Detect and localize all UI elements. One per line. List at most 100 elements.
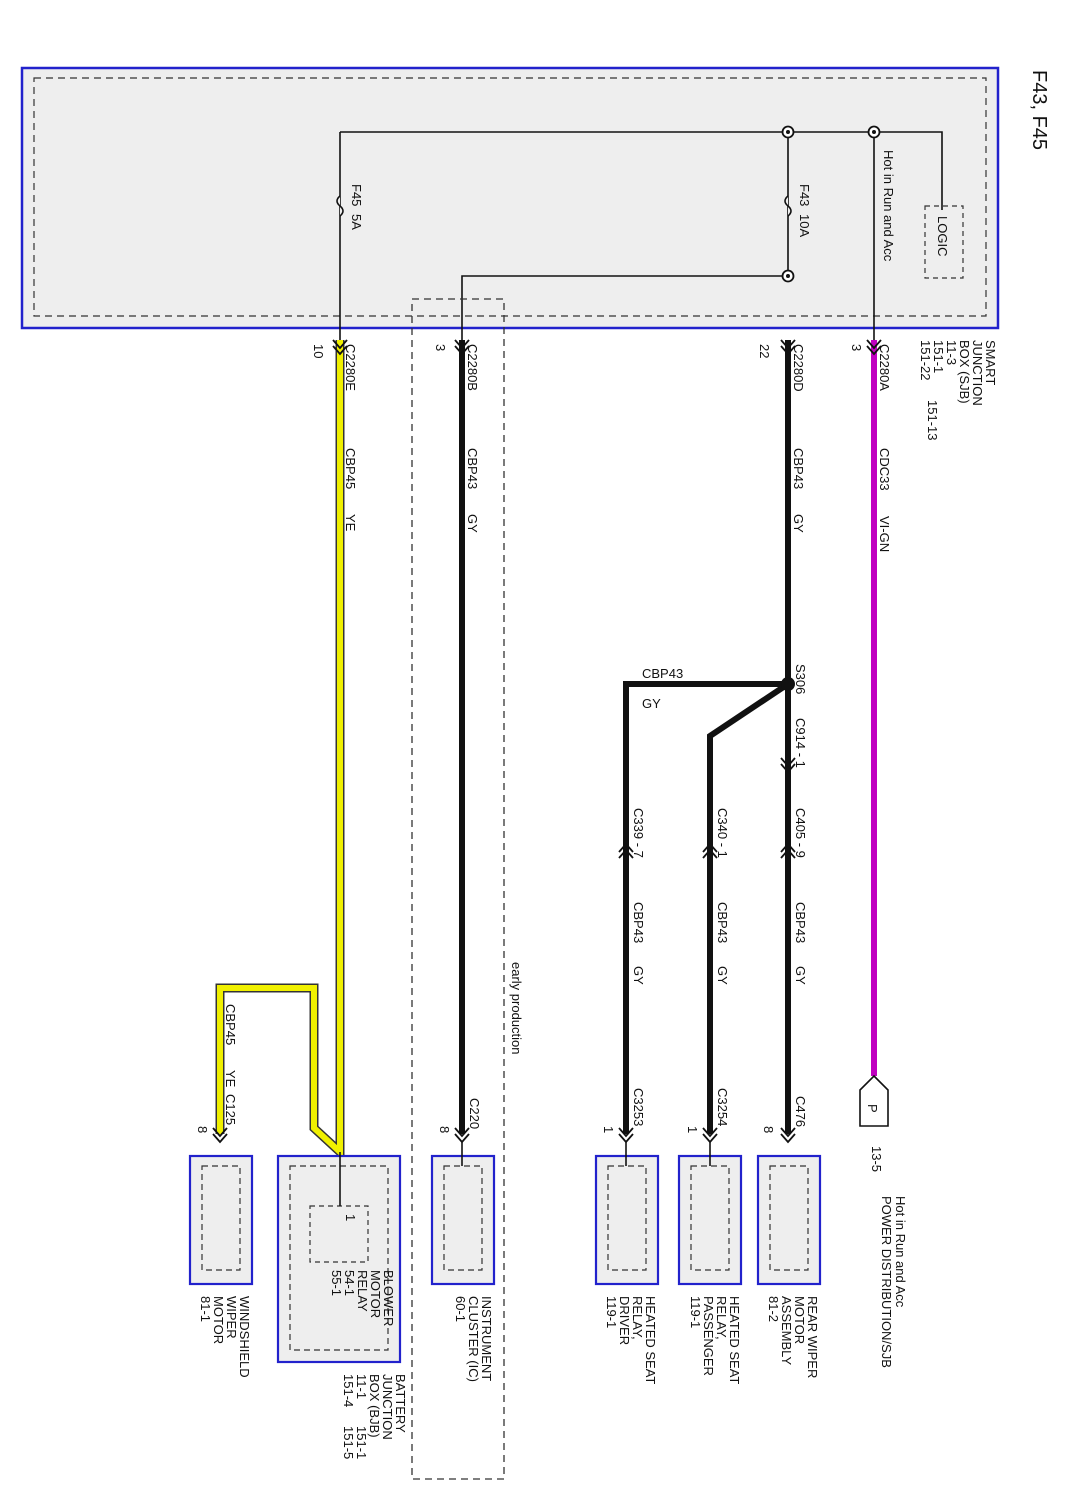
connector-mark (780, 757, 796, 774)
circuit-label: CDC33 (877, 448, 892, 491)
component-label-line: BATTERY (393, 1374, 408, 1433)
circuit-label: CBP43 (715, 902, 730, 943)
component-label-line: INSTRUMENT (479, 1296, 494, 1381)
splice-branch-circuit: CBP43 (642, 666, 683, 681)
sjb-ref-extra: 151-13 (925, 400, 940, 440)
component-label-line: 119-1 (604, 1296, 619, 1328)
power-label-line: POWER DISTRIBUTION/SJB (879, 1196, 894, 1368)
circuit-label: CBP45 (223, 1004, 238, 1045)
branch-connector-label: C340 - 1 (715, 808, 730, 858)
color-code-label: YE (343, 514, 358, 532)
connector-label: C476 (793, 1096, 808, 1127)
pin-label: 10 (311, 344, 326, 358)
fuse-f45-symbol (336, 195, 344, 217)
component-label-line: RELAY, (630, 1296, 645, 1340)
component-ref-extra: 151-5 (341, 1426, 356, 1459)
hot-in-run-label: Hot in Run and Acc (881, 150, 896, 262)
bus-terminal (781, 269, 795, 283)
connector-mark (866, 339, 882, 356)
component-label-line: CLUSTER (IC) (466, 1296, 481, 1382)
relay-label-line: 54-1 (342, 1270, 357, 1296)
sjb-name-line: SMART (983, 340, 998, 385)
splice-branch-color: GY (642, 696, 661, 711)
sjb-name-line: 151-1 (931, 340, 946, 373)
circuit-label: CBP43 (631, 902, 646, 943)
sjb-name-line: 11-3 (944, 340, 959, 365)
pin-label: 1 (601, 1126, 616, 1133)
power-symbol: P (865, 1104, 880, 1113)
connector-mark (780, 339, 796, 356)
inline-connector-label: C914 - 1 (793, 718, 808, 768)
connector-label: C220 (467, 1098, 482, 1129)
power-label-line: Hot in Run and Acc (893, 1196, 908, 1308)
connector-mark (780, 1127, 796, 1144)
component-ref-extra: 151-1 (354, 1426, 369, 1459)
component-instrument-cluster: C220 8 INSTRUMENT CLUSTER (IC) 60-1 (430, 1098, 496, 1382)
connector-label: C3253 (631, 1088, 646, 1126)
sjb-name-line: 151-22 (918, 340, 933, 380)
power-distribution-ref: P 13-5 Hot in Run and Acc POWER DISTRIBU… (859, 1074, 908, 1368)
sjb-name-line: BOX (SJB) (957, 340, 972, 404)
color-code-label: GY (631, 966, 646, 985)
component-label-line: WIPER (224, 1296, 239, 1339)
bus-terminal (867, 125, 881, 139)
component-windshield-wiper-motor: WINDSHIELD WIPER MOTOR 81-1 (188, 1154, 254, 1378)
smart-junction-box: LOGIC F43 10A F45 5A (20, 66, 1000, 340)
component-label-line: PASSENGER (701, 1296, 716, 1376)
component-label-line: JUNCTION (380, 1374, 395, 1440)
splice-label: S306 (793, 664, 808, 694)
pin-label: 3 (849, 344, 864, 351)
pin-label: 1 (343, 1214, 358, 1221)
component-label-line: 81-2 (766, 1296, 781, 1322)
branch-connector-label: C339 - 7 (631, 808, 646, 858)
logic-label: LOGIC (935, 216, 950, 256)
pin-label: 8 (195, 1126, 210, 1133)
relay-label-line: 55-1 (329, 1270, 344, 1296)
wire-cbp45 (215, 340, 345, 1163)
connector-label: C2280D (791, 344, 806, 392)
connector-label: C125 (223, 1094, 238, 1125)
color-code-label: GY (715, 966, 730, 985)
wire-cbp43-branch-passenger (707, 681, 790, 1134)
relay-label-line: MOTOR (368, 1270, 383, 1318)
pin-label: 3 (433, 344, 448, 351)
pin-label: 8 (761, 1126, 776, 1133)
component-label-line: 151-4 (341, 1374, 356, 1407)
branch-connector-label: C405 - 9 (793, 808, 808, 858)
power-ref: 13-5 (869, 1146, 884, 1172)
color-code-label: VI-GN (877, 516, 892, 552)
logic-block: LOGIC (924, 205, 964, 279)
pin-label: 1 (685, 1126, 700, 1133)
connector-mark (212, 1127, 228, 1144)
sjb-name-block: SMART JUNCTION BOX (SJB) 11-3 151-1 151-… (918, 340, 998, 440)
component-label-line: 119-1 (688, 1296, 703, 1328)
component-label-line: MOTOR (792, 1296, 807, 1344)
pin-label: 22 (757, 344, 772, 358)
component-label-line: 60-1 (453, 1296, 468, 1322)
component-label-line: 11-1 (354, 1374, 369, 1399)
fuse-f45-rating: 5A (349, 214, 364, 230)
splice-s306 (781, 677, 795, 691)
connector-label: C2280E (343, 344, 358, 391)
connector-mark (780, 842, 796, 859)
fuse-f43-symbol (784, 195, 792, 217)
circuit-label: CBP45 (343, 448, 358, 489)
connector-mark (454, 339, 470, 356)
component-label-line: HEATED SEAT (727, 1296, 742, 1384)
circuit-label: CBP43 (791, 448, 806, 489)
color-code-label: GY (791, 514, 806, 533)
component-label-line: RELAY, (714, 1296, 729, 1340)
pin-label: 8 (437, 1126, 452, 1133)
circuit-label: CBP43 (793, 902, 808, 943)
wire-cbp43-branch-driver (623, 681, 788, 1134)
color-code-label: GY (465, 514, 480, 533)
fuse-f45-name: F45 (349, 184, 364, 206)
connector-mark (618, 842, 634, 859)
connector-mark (702, 842, 718, 859)
color-code-label: YE (223, 1070, 238, 1088)
connector-label: C3254 (715, 1088, 730, 1126)
component-label-line: REAR WIPER (805, 1296, 820, 1378)
component-label-line: ASSEMBLY (779, 1296, 794, 1365)
page-title: F43, F45 (1028, 70, 1050, 150)
